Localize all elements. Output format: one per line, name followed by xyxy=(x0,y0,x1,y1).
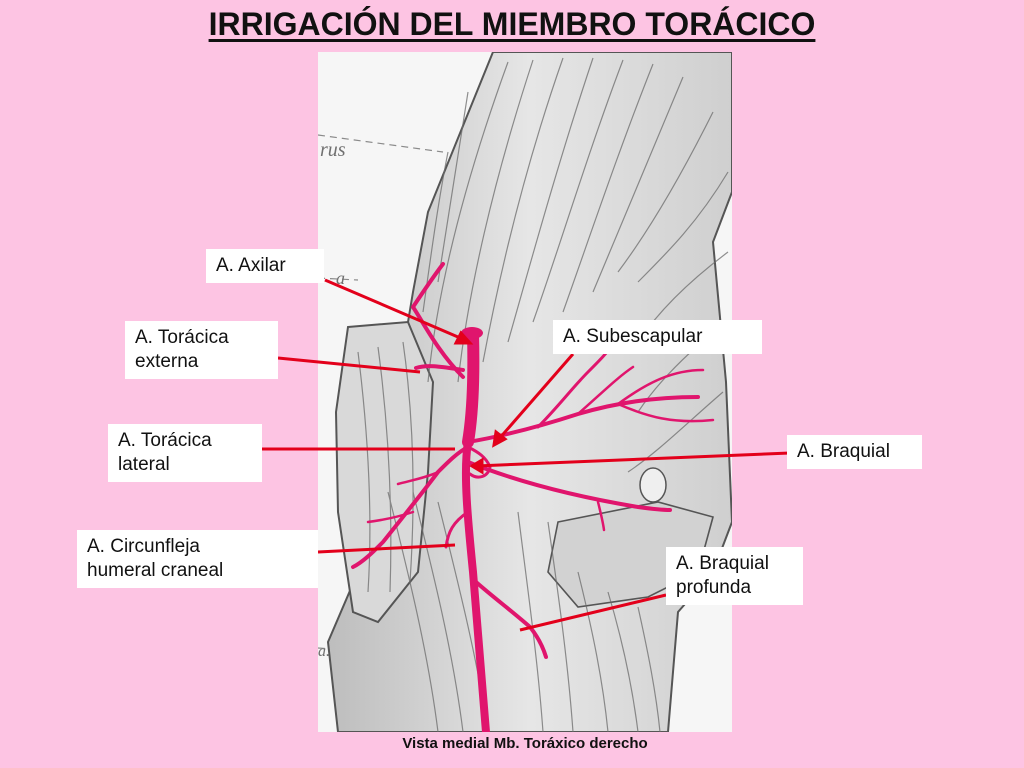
label-braquial-profunda: A. Braquial profunda xyxy=(666,547,803,605)
label-toracica-lateral: A. Torácica lateral xyxy=(108,424,262,482)
leader-axilar xyxy=(324,278,466,342)
label-circunfleja: A. Circunfleja humeral craneal xyxy=(77,530,318,588)
leader-circunfleja xyxy=(317,543,456,554)
leader-toracica-externa xyxy=(277,356,421,374)
figure-caption: Vista medial Mb. Toráxico derecho xyxy=(402,735,648,752)
tendon-oval xyxy=(639,467,667,503)
leader-axilar-arrowhead xyxy=(453,330,474,345)
label-subescapular: A. Subescapular xyxy=(553,320,762,354)
leader-braquial-profunda xyxy=(519,593,667,632)
leader-subescapular xyxy=(496,353,575,441)
figure-text-fragment-3: a. xyxy=(318,643,330,660)
label-axilar: A. Axilar xyxy=(206,249,324,283)
figure-text-fragment-1: rus xyxy=(320,139,346,161)
anatomy-illustration: rus a a. xyxy=(318,52,732,732)
label-toracica-externa: A. Torácica externa xyxy=(125,321,278,379)
figure-text-fragment-2: a xyxy=(336,268,345,288)
leader-braquial-arrowhead xyxy=(469,457,484,475)
leader-subescapular-arrowhead xyxy=(492,429,508,448)
leader-braquial xyxy=(475,451,791,468)
label-braquial: A. Braquial xyxy=(787,435,922,469)
page-title: IRRIGACIÓN DEL MIEMBRO TORÁCICO xyxy=(208,6,816,42)
